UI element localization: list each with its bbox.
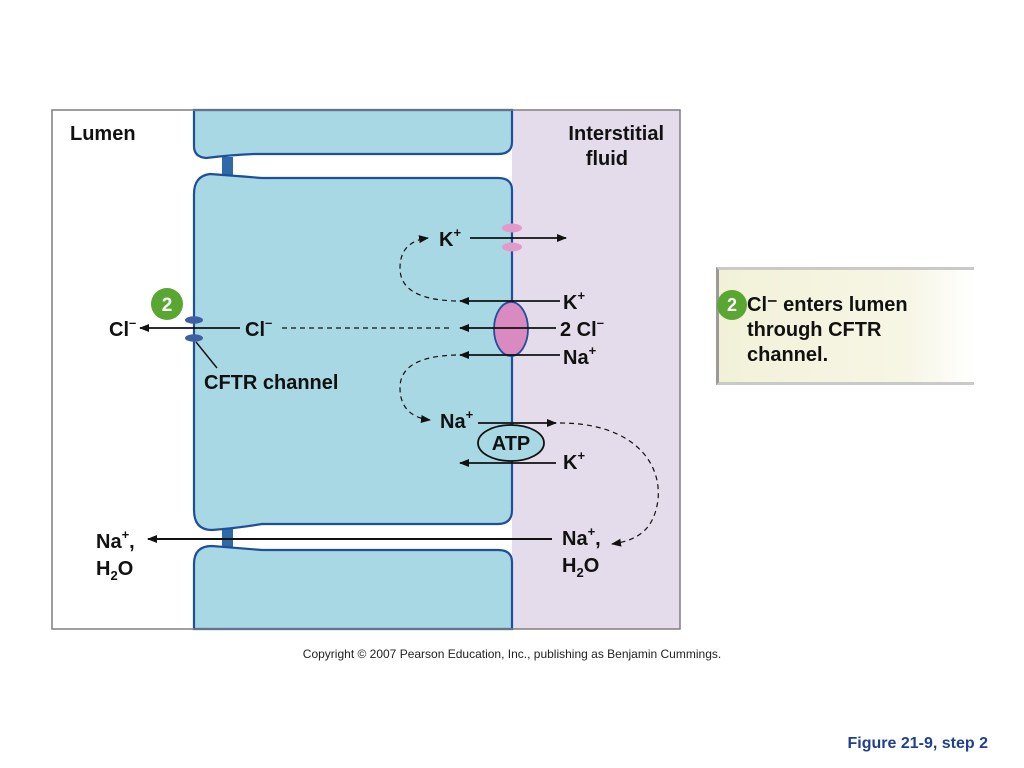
cftr-channel-bottom-subunit [185,334,203,342]
na-k-atpase [477,424,545,462]
diagram-frame [51,109,681,630]
interstitial-region [512,110,680,629]
interstitial-label-line1: Interstitial [568,123,664,145]
na-h2o-label-interstitial-line2: H2O [562,555,599,580]
two-cl-label: 2 Cl– [560,315,604,341]
k-channel-bottom-subunit [502,242,522,252]
atp-label: ATP [492,433,531,455]
cftr-channel-top-subunit [185,316,203,324]
tight-junction-bottom [222,527,233,547]
k-label-cotransporter: K+ [563,288,585,314]
main-cell [192,172,514,532]
tight-junction-top [222,157,233,177]
na-h2o-label-interstitial-line1: Na+, [562,524,601,550]
callout-text: Cl⁻ enters lumen through CFTR channel. [747,294,908,366]
lumen-label: Lumen [70,123,136,145]
k-recycle-dashed [399,235,457,302]
cl-label-lumen: Cl– [109,315,136,341]
na-h2o-label-lumen-line2: H2O [96,558,133,583]
cl-label-cell: Cl– [245,315,272,341]
na-label-cotransporter: Na+ [563,343,597,369]
step-callout: 2 Cl⁻ enters lumen through CFTR channel. [716,267,974,385]
step-badge-number: 2 [162,295,173,316]
callout-step-badge: 2 [717,290,747,320]
nkcc-cotransporter [493,301,529,357]
na-paracellular-dashed [559,422,659,547]
cftr-channel-label: CFTR channel [204,372,338,394]
upper-cell [192,108,514,160]
k-channel-top-subunit [502,223,522,233]
lower-cell [192,544,514,631]
step-badge [151,288,183,320]
na-recycle-dashed [399,354,457,423]
k-label-pump: K+ [563,448,585,474]
interstitial-label-line2: fluid [586,148,628,170]
k-label-top: K+ [439,225,461,251]
cftr-leader-line [195,341,218,369]
na-label-pump: Na+ [440,407,474,433]
figure-label: Figure 21-9, step 2 [847,735,989,752]
na-h2o-label-lumen-line1: Na+, [96,527,135,553]
copyright-notice: Copyright © 2007 Pearson Education, Inc.… [302,647,722,661]
